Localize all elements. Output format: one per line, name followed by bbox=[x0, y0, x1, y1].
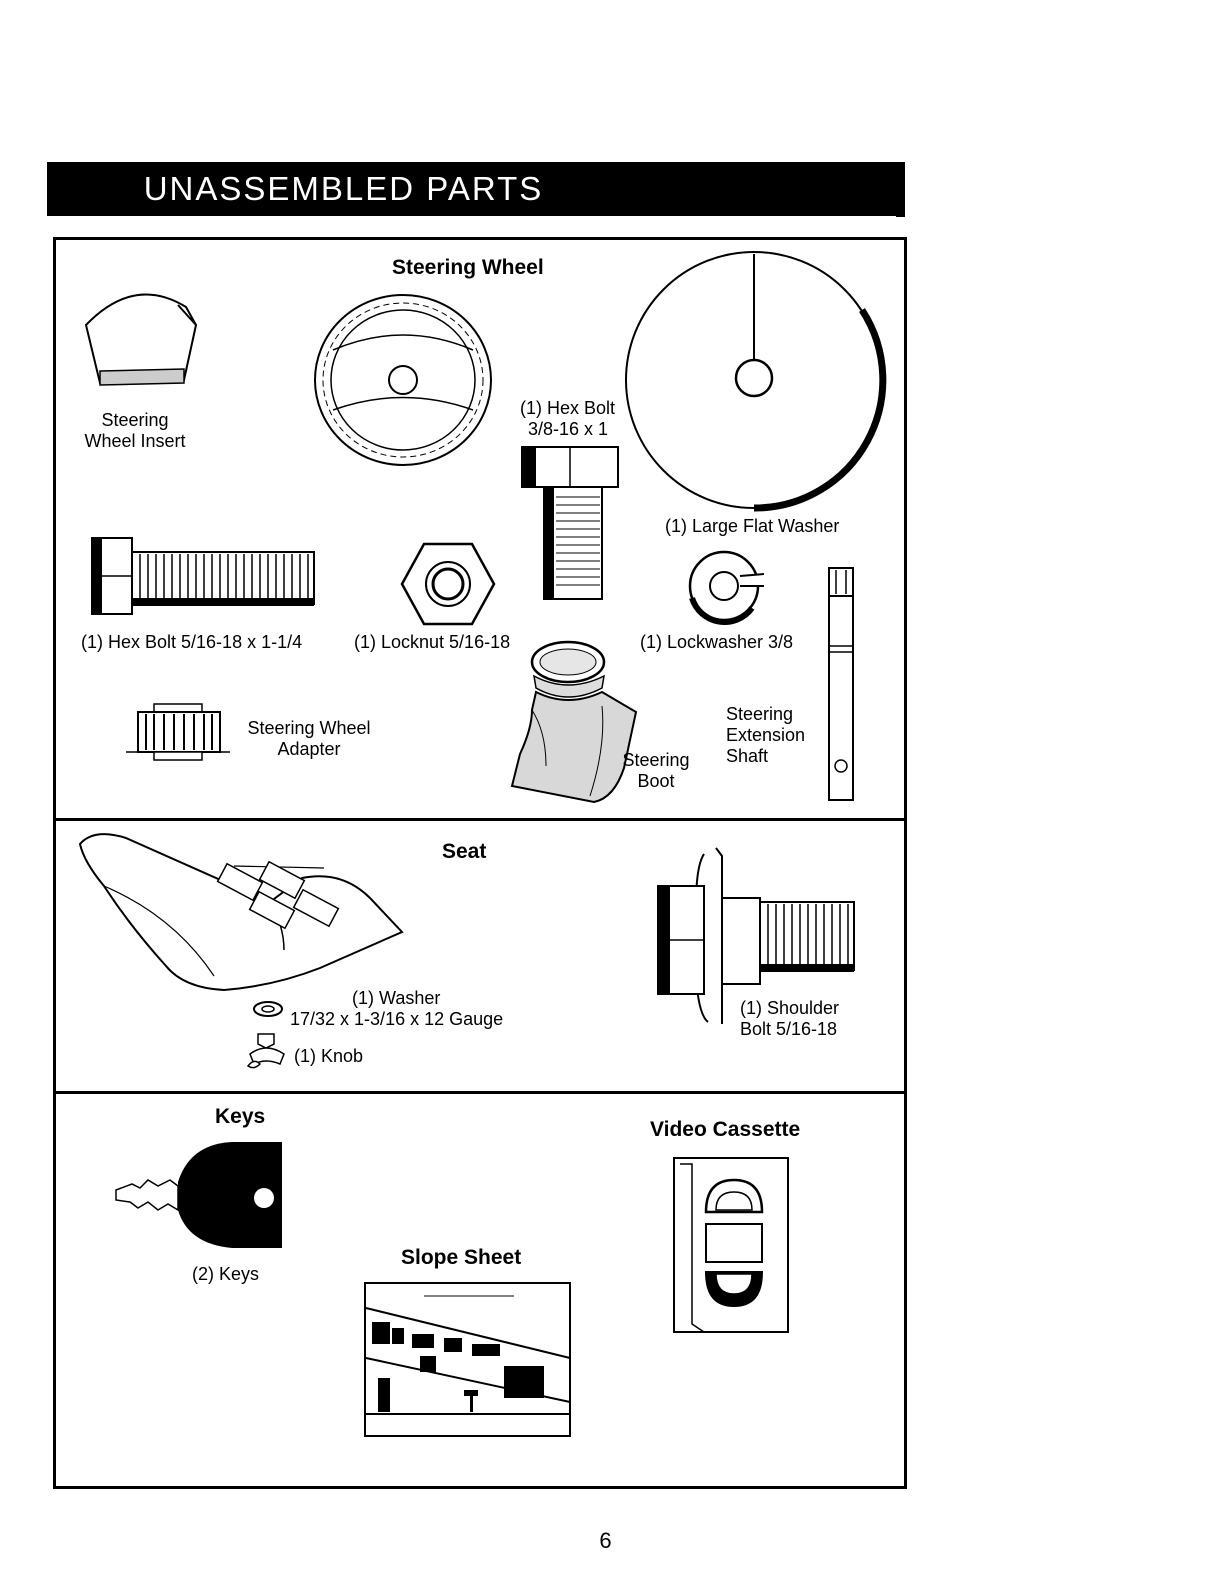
large-flat-washer-label: (1) Large Flat Washer bbox=[665, 516, 840, 536]
header-corner-tab bbox=[896, 170, 905, 217]
extension-shaft-label: Steering Extension Shaft bbox=[726, 704, 805, 767]
steering-wheel-adapter-label-line1: Steering Wheel bbox=[247, 718, 371, 738]
lockwasher-icon bbox=[688, 550, 766, 625]
shoulder-bolt-label-line2: Bolt 5/16-18 bbox=[740, 1019, 838, 1039]
steering-wheel-adapter-label-line2: Adapter bbox=[277, 739, 341, 759]
knob-icon bbox=[246, 1033, 285, 1069]
steering-boot-icon bbox=[510, 640, 638, 804]
page-number: 6 bbox=[599, 1528, 612, 1553]
slope-sheet-title: Slope Sheet bbox=[401, 1246, 522, 1269]
seat-title: Seat bbox=[442, 840, 487, 863]
seat-icon bbox=[78, 833, 404, 992]
parts-frame bbox=[53, 237, 907, 1489]
keys-title: Keys bbox=[215, 1105, 266, 1128]
divider-seat-misc bbox=[53, 1091, 904, 1094]
locknut-label: (1) Locknut 5/16-18 bbox=[354, 632, 511, 652]
steering-wheel-adapter-label: Steering Wheel Adapter bbox=[236, 718, 382, 760]
steering-wheel-insert-icon bbox=[84, 293, 198, 386]
washer-icon bbox=[253, 1001, 283, 1017]
key-icon bbox=[115, 1142, 282, 1248]
hex-bolt-5-16-label: (1) Hex Bolt 5/16-18 x 1-1/4 bbox=[81, 632, 303, 652]
video-cassette-icon bbox=[673, 1157, 789, 1333]
steering-wheel-adapter-icon bbox=[126, 703, 230, 761]
shoulder-bolt-label-line1: (1) Shoulder bbox=[740, 998, 840, 1018]
large-flat-washer-icon bbox=[625, 251, 887, 512]
extension-shaft-label-line2: Extension bbox=[726, 725, 806, 745]
section-header-title: UNASSEMBLED PARTS bbox=[143, 170, 544, 207]
knob-label-text: (1) Knob bbox=[294, 1046, 364, 1066]
steering-extension-shaft-icon bbox=[828, 567, 854, 801]
extension-shaft-label-line1: Steering bbox=[726, 704, 794, 724]
steering-boot-label-line1: Steering bbox=[622, 750, 690, 770]
video-cassette-title: Video Cassette bbox=[650, 1118, 801, 1141]
washer-label: (1) Washer 17/32 x 1-3/16 x 12 Gauge bbox=[290, 988, 503, 1030]
hex-bolt-3-8-icon bbox=[521, 446, 619, 600]
extension-shaft-label-line3: Shaft bbox=[726, 746, 769, 766]
steering-wheel-insert-label-line1: Steering bbox=[101, 410, 169, 430]
steering-wheel-icon bbox=[314, 294, 492, 466]
hex-bolt-3-8-label: (1) Hex Bolt 3/8-16 x 1 bbox=[520, 398, 615, 440]
steering-wheel-insert-label-line2: Wheel Insert bbox=[84, 431, 186, 451]
steering-wheel-title: Steering Wheel bbox=[392, 256, 544, 279]
lockwasher-label: (1) Lockwasher 3/8 bbox=[640, 632, 794, 652]
steering-wheel-insert-label: Steering Wheel Insert bbox=[75, 410, 195, 452]
locknut-icon bbox=[400, 542, 496, 626]
shoulder-bolt-label: (1) Shoulder Bolt 5/16-18 bbox=[740, 998, 839, 1040]
hex-bolt-3-8-label-line1: (1) Hex Bolt bbox=[520, 398, 616, 418]
steering-boot-label: Steering Boot bbox=[616, 750, 696, 792]
washer-label-line1: (1) Washer bbox=[352, 988, 441, 1008]
hex-bolt-5-16-icon bbox=[91, 537, 315, 615]
keys-label: (2) Keys bbox=[192, 1264, 260, 1284]
section-header: UNASSEMBLED PARTS bbox=[47, 162, 905, 216]
hex-bolt-3-8-label-line2: 3/8-16 x 1 bbox=[528, 419, 609, 439]
washer-label-line2: 17/32 x 1-3/16 x 12 Gauge bbox=[290, 1009, 504, 1029]
steering-boot-label-line2: Boot bbox=[637, 771, 675, 791]
slope-sheet-icon bbox=[364, 1282, 571, 1437]
shoulder-bolt-icon bbox=[657, 847, 855, 1024]
divider-steering-seat bbox=[53, 818, 904, 821]
knob-label: (1) Knob bbox=[294, 1046, 363, 1067]
